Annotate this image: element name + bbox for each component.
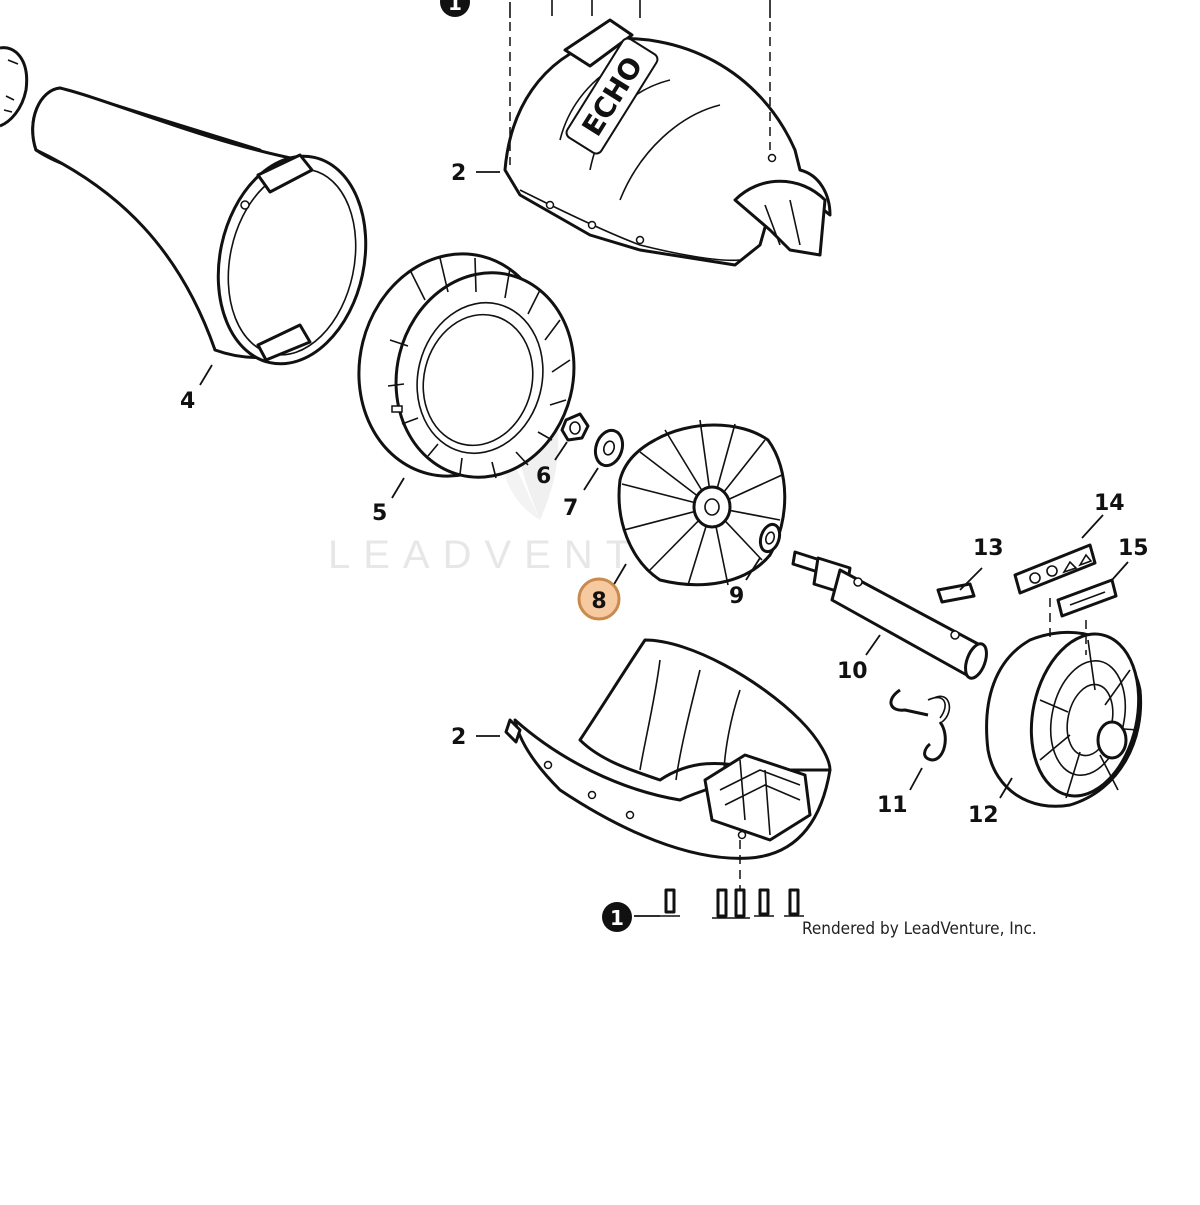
callout-15[interactable]: 15 <box>1118 536 1149 561</box>
callout-2-top[interactable]: 2 <box>451 161 466 186</box>
callout-9[interactable]: 9 <box>729 584 744 609</box>
callout-11[interactable]: 11 <box>877 793 908 818</box>
key-part <box>936 582 976 604</box>
callout-13[interactable]: 13 <box>973 536 1004 561</box>
callout-5[interactable]: 5 <box>372 501 387 526</box>
render-credit: Rendered by LeadVenture, Inc. <box>802 919 1037 939</box>
top-screws <box>509 0 771 165</box>
callout-6[interactable]: 6 <box>536 464 551 489</box>
certification-label-part <box>1056 578 1118 618</box>
callout-1-top[interactable]: 1 <box>440 0 470 17</box>
spring-part <box>889 688 951 762</box>
spacer-washer-part <box>758 522 782 554</box>
warning-label-part <box>1013 543 1097 595</box>
callout-8-highlighted[interactable]: 8 <box>577 577 621 621</box>
svg-text:1: 1 <box>448 0 462 15</box>
callout-10[interactable]: 10 <box>837 659 868 684</box>
leader-lines <box>199 171 1129 917</box>
fan-impeller-part <box>617 419 787 587</box>
callout-14[interactable]: 14 <box>1094 491 1125 516</box>
upper-fan-case-part: ECHO <box>503 18 832 267</box>
callout-1-bottom[interactable]: 1 <box>602 902 632 932</box>
svg-text:1: 1 <box>610 906 624 930</box>
intake-cover-part <box>985 630 1143 808</box>
callout-7[interactable]: 7 <box>563 496 578 521</box>
blower-tube-part <box>0 46 368 366</box>
nut-part <box>560 412 590 442</box>
drive-shaft-part <box>791 550 988 680</box>
callout-12[interactable]: 12 <box>968 803 999 828</box>
svg-text:8: 8 <box>591 589 606 614</box>
fan-housing-ring-part <box>357 252 576 479</box>
lower-fan-case-part <box>504 638 832 860</box>
bottom-screws <box>660 840 804 919</box>
callout-4[interactable]: 4 <box>180 389 195 414</box>
callout-2-bottom[interactable]: 2 <box>451 725 466 750</box>
washer-part <box>593 428 625 468</box>
